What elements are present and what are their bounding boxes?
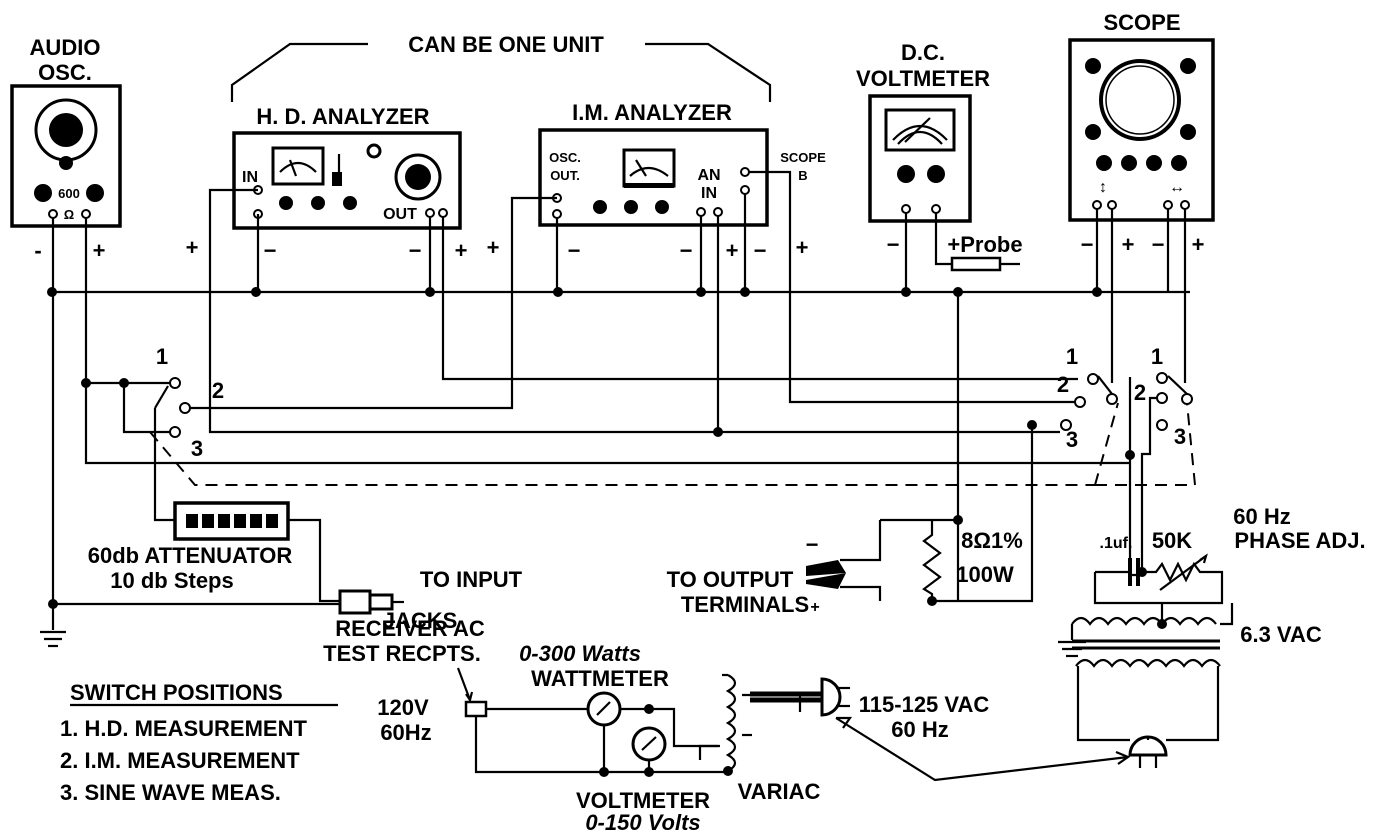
audio-osc-dial-knob <box>49 113 83 147</box>
svg-text:120V: 120V <box>377 695 429 720</box>
svg-text:60 Hz: 60 Hz <box>891 717 948 742</box>
svg-text:RECEIVER AC: RECEIVER AC <box>335 616 485 641</box>
audio-osc-title-2: OSC. <box>38 60 92 85</box>
svg-text:−: − <box>1081 232 1094 257</box>
svg-text:2: 2 <box>1057 372 1069 397</box>
ac-supply: RECEIVER AC TEST RECPTS. 120V 60Hz VARIA… <box>323 616 1131 833</box>
audio-oscillator: AUDIO OSC. 600 Ω - + <box>10 35 122 263</box>
hd-analyzer-title: H. D. ANALYZER <box>256 104 429 129</box>
svg-text:IN: IN <box>701 185 717 202</box>
svg-text:8Ω1%: 8Ω1% <box>961 528 1023 553</box>
im-analyzer-title: I.M. ANALYZER <box>572 100 732 125</box>
svg-text:2: 2 <box>1134 380 1146 405</box>
svg-text:VARIAC: VARIAC <box>738 779 821 804</box>
svg-text:100W: 100W <box>956 562 1014 587</box>
svg-text:+: + <box>1122 232 1135 257</box>
svg-text:+: + <box>93 238 106 263</box>
legend-item-3: 3. SINE WAVE MEAS. <box>60 780 281 805</box>
audio-osc-dial-label: 600 <box>58 186 80 201</box>
phase-network: .1uf. 50K 60 Hz PHASE ADJ. 6.3 VAC <box>1058 504 1366 768</box>
attenuator: 60db ATTENUATOR 10 db Steps <box>88 501 293 593</box>
bracket-label: CAN BE ONE UNIT <box>408 32 604 57</box>
svg-text:+: + <box>487 235 500 260</box>
svg-text:0-150 Volts: 0-150 Volts <box>585 810 700 833</box>
svg-text:50K: 50K <box>1152 528 1192 553</box>
wiring <box>40 170 1197 648</box>
svg-text:.1uf.: .1uf. <box>1100 535 1133 552</box>
svg-text:−: − <box>680 238 693 263</box>
svg-text:B: B <box>798 168 807 183</box>
svg-text:TEST RECPTS.: TEST RECPTS. <box>323 641 481 666</box>
svg-text:VOLTMETER: VOLTMETER <box>576 788 710 813</box>
svg-text:OUT.: OUT. <box>550 168 580 183</box>
svg-text:−: − <box>754 238 767 263</box>
legend-title: SWITCH POSITIONS <box>70 680 283 705</box>
svg-text:VOLTMETER: VOLTMETER <box>856 66 990 91</box>
svg-text:−: − <box>409 238 422 263</box>
svg-text:2: 2 <box>212 378 224 403</box>
svg-text:SCOPE: SCOPE <box>780 150 826 165</box>
svg-text:60Hz: 60Hz <box>380 720 431 745</box>
svg-text:60db ATTENUATOR: 60db ATTENUATOR <box>88 543 293 568</box>
svg-text:OUT: OUT <box>383 206 417 223</box>
svg-text:115-125 VAC: 115-125 VAC <box>859 692 990 717</box>
svg-text:+: + <box>796 235 809 260</box>
input-plug: TO INPUT JACKS <box>338 567 523 633</box>
svg-text:3: 3 <box>191 436 203 461</box>
svg-text:0-300 Watts: 0-300 Watts <box>519 641 641 666</box>
legend-item-1: 1. H.D. MEASUREMENT <box>60 716 307 741</box>
svg-text:−: − <box>264 238 277 263</box>
svg-text:1: 1 <box>156 344 168 369</box>
svg-text:IN: IN <box>242 169 258 186</box>
probe <box>950 256 1002 272</box>
svg-text:1: 1 <box>1066 344 1078 369</box>
svg-text:OSC.: OSC. <box>549 150 581 165</box>
legend-item-2: 2. I.M. MEASUREMENT <box>60 748 300 773</box>
oscilloscope: SCOPE ↕ ↔ − + − + <box>1068 10 1215 257</box>
probe-label: +Probe <box>947 232 1022 257</box>
switch-left: 1 2 3 <box>154 344 224 461</box>
svg-text:−: − <box>1152 232 1165 257</box>
svg-text:WATTMETER: WATTMETER <box>531 666 669 691</box>
svg-text:↕: ↕ <box>1099 179 1107 196</box>
svg-text:AN: AN <box>697 167 720 184</box>
svg-text:3: 3 <box>1174 424 1186 449</box>
svg-text:+: + <box>455 238 468 263</box>
ground-bus <box>47 287 1190 297</box>
svg-text:Ω: Ω <box>64 207 74 222</box>
svg-text:D.C.: D.C. <box>901 40 945 65</box>
switch-right: 1 2 3 <box>1134 344 1193 449</box>
svg-text:TO INPUT: TO INPUT <box>420 567 523 592</box>
svg-text:PHASE ADJ.: PHASE ADJ. <box>1234 528 1365 553</box>
svg-text:+: + <box>186 235 199 260</box>
svg-text:TERMINALS: TERMINALS <box>681 592 809 617</box>
svg-text:−: − <box>806 532 819 557</box>
svg-text:6.3 VAC: 6.3 VAC <box>1240 622 1322 647</box>
svg-text:−: − <box>887 232 900 257</box>
output-load: − TO OUTPUT TERMINALS + 8Ω1% 100W <box>667 520 1023 617</box>
svg-text:+: + <box>726 238 739 263</box>
svg-text:↔: ↔ <box>1169 179 1185 196</box>
im-analyzer: I.M. ANALYZER OSC. OUT. AN IN SCOPE B + … <box>487 100 827 263</box>
svg-text:10 db Steps: 10 db Steps <box>110 568 233 593</box>
svg-text:−: − <box>568 238 581 263</box>
hd-meter <box>271 146 325 186</box>
svg-text:-: - <box>34 238 41 263</box>
audio-osc-title-1: AUDIO <box>30 35 101 60</box>
svg-text:1: 1 <box>1151 344 1163 369</box>
switch-positions-legend: SWITCH POSITIONS 1. H.D. MEASUREMENT 2. … <box>60 680 338 805</box>
dc-voltmeter: D.C. VOLTMETER − +Probe <box>856 40 1023 272</box>
svg-text:SCOPE: SCOPE <box>1103 10 1180 35</box>
svg-text:+: + <box>1192 232 1205 257</box>
svg-text:JACKS: JACKS <box>383 608 458 633</box>
svg-text:TO OUTPUT: TO OUTPUT <box>667 567 794 592</box>
svg-text:+: + <box>810 599 819 616</box>
svg-text:3: 3 <box>1066 427 1078 452</box>
switch-middle: 1 2 3 <box>1057 344 1118 452</box>
can-be-one-unit-bracket: CAN BE ONE UNIT <box>230 32 772 102</box>
svg-text:60 Hz: 60 Hz <box>1233 504 1290 529</box>
hd-analyzer: H. D. ANALYZER IN OUT + − − + <box>186 104 468 263</box>
